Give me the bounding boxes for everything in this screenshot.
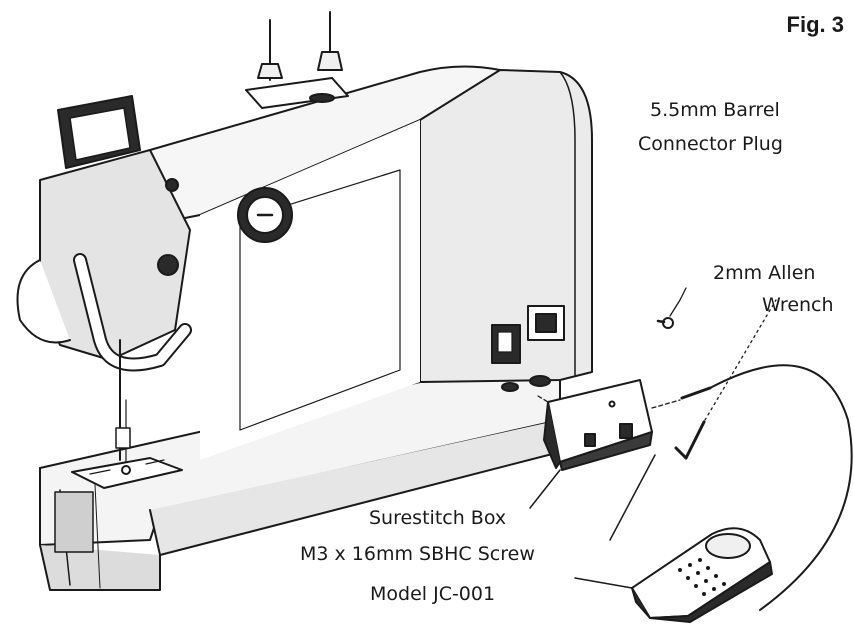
barrel-plug-label-line2: Connector Plug xyxy=(638,133,783,155)
machine-pillar xyxy=(419,69,593,392)
allen-wrench-label-line2: Wrench xyxy=(762,294,834,316)
machine-bed xyxy=(39,371,561,591)
surestitch-leader xyxy=(529,469,561,509)
figure-label: Fig. 3 xyxy=(786,12,844,37)
allen-wrench xyxy=(674,299,777,460)
pedal-leader xyxy=(574,577,633,589)
foot-pedal xyxy=(631,527,773,623)
screw-leader xyxy=(609,454,656,541)
surestitch-box-label: Surestitch Box xyxy=(369,507,507,529)
barrel-plug-label-line1: 5.5mm Barrel xyxy=(650,99,780,121)
barrel-plug xyxy=(656,287,687,329)
machine-head xyxy=(16,95,192,463)
allen-wrench-label-line1: 2mm Allen xyxy=(713,262,816,284)
surestitch-box xyxy=(537,379,681,471)
machine-arm xyxy=(149,11,501,460)
leader-lines xyxy=(529,454,656,589)
foot-pedal-label: Model JC-001 xyxy=(370,583,496,605)
screw-label: M3 x 16mm SBHC Screw xyxy=(300,543,535,565)
pedal-cable xyxy=(680,364,853,611)
